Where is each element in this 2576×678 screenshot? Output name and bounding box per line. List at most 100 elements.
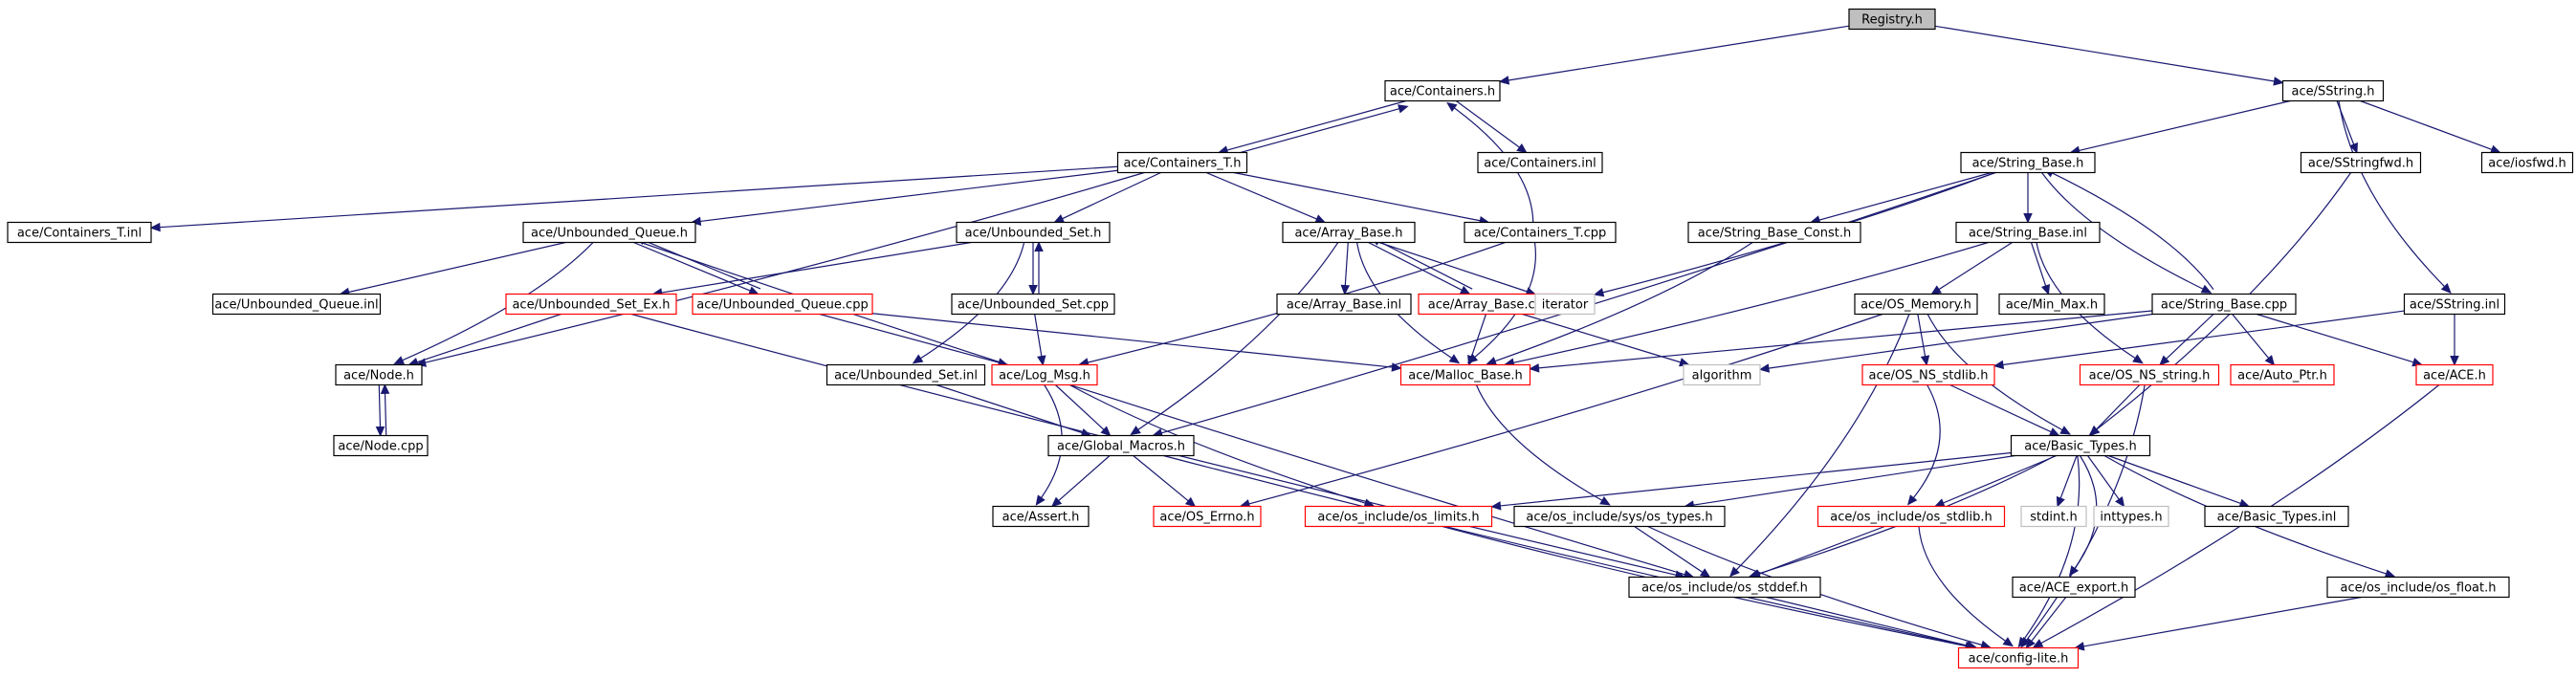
- node-ace_h[interactable]: ace/ACE.h: [2415, 363, 2494, 386]
- node-unbounded_queue_inl[interactable]: ace/Unbounded_Queue.inl: [211, 293, 382, 316]
- edge-containers_t_h-to-containers_h: [1220, 104, 1409, 159]
- node-global_macros_h[interactable]: ace/Global_Macros.h: [1047, 434, 1195, 457]
- edge-line: [1161, 171, 1996, 434]
- arrowhead-icon: [2023, 213, 2033, 224]
- node-os_ns_string_h[interactable]: ace/OS_NS_string.h: [2079, 363, 2220, 386]
- node-os_errno_h[interactable]: ace/OS_Errno.h: [1153, 505, 1262, 528]
- node-os_float_h[interactable]: ace/os_include/os_float.h: [2326, 576, 2510, 599]
- node-containers_t_h[interactable]: ace/Containers_T.h: [1116, 151, 1248, 174]
- node-label: ace/Unbounded_Set_Ex.h: [512, 298, 670, 313]
- edge-line: [1163, 454, 1969, 647]
- node-array_base_h[interactable]: ace/Array_Base.h: [1282, 221, 1416, 244]
- edge-os_stdlib_h-to-os_stddef_h: [1750, 525, 1885, 579]
- node-string_base_cpp[interactable]: ace/String_Base.cpp: [2151, 293, 2297, 316]
- edge-string_base_cpp-to-auto_ptr_h: [2232, 314, 2276, 366]
- node-box: [1384, 79, 1501, 102]
- node-iosfwd_h[interactable]: ace/iosfwd.h: [2480, 151, 2574, 174]
- node-basic_types_inl[interactable]: ace/Basic_Types.inl: [2204, 505, 2349, 528]
- node-node_h[interactable]: ace/Node.h: [335, 363, 423, 386]
- node-label: ace/Auto_Ptr.h: [2237, 369, 2327, 383]
- node-box: [1276, 293, 1412, 316]
- edge-layer: [149, 25, 2501, 651]
- node-log_msg_h[interactable]: ace/Log_Msg.h: [991, 363, 1098, 386]
- node-label: ace/Unbounded_Set.cpp: [958, 298, 1109, 313]
- node-array_base_cpp[interactable]: ace/Array_Base.cpp: [1418, 293, 1561, 316]
- node-label: ace/config-lite.h: [1969, 652, 2069, 667]
- arrowhead-icon: [2132, 354, 2144, 364]
- node-containers_inl[interactable]: ace/Containers.inl: [1477, 151, 1603, 174]
- node-sstring_h[interactable]: ace/SString.h: [2281, 79, 2385, 102]
- arrowhead-icon: [1184, 496, 1197, 508]
- node-box: [1816, 505, 2006, 528]
- edge-line: [1054, 384, 1105, 430]
- node-label: ace/Basic_Types.inl: [2217, 511, 2337, 525]
- arrowhead-icon: [1593, 288, 1605, 297]
- node-box: [2093, 505, 2169, 528]
- node-os_memory_h[interactable]: ace/OS_Memory.h: [1854, 293, 1978, 316]
- node-containers_h[interactable]: ace/Containers.h: [1384, 79, 1501, 102]
- node-string_base_inl[interactable]: ace/String_Base.inl: [1955, 221, 2101, 244]
- edge-containers_h-to-containers_t_h: [1217, 99, 1407, 155]
- node-label: algorithm: [1692, 369, 1752, 383]
- node-unbounded_set_ex_h[interactable]: ace/Unbounded_Set_Ex.h: [505, 293, 677, 316]
- node-malloc_base_h[interactable]: ace/Malloc_Base.h: [1399, 363, 1531, 386]
- node-node_cpp[interactable]: ace/Node.cpp: [333, 434, 429, 457]
- node-containers_t_inl[interactable]: ace/Containers_T.inl: [7, 221, 152, 244]
- node-unbounded_queue_h[interactable]: ace/Unbounded_Queue.h: [522, 221, 696, 244]
- node-box: [826, 363, 986, 386]
- node-unbounded_queue_cpp[interactable]: ace/Unbounded_Queue.cpp: [692, 293, 873, 316]
- edge-registry_h-to-sstring_h: [1934, 25, 2284, 86]
- node-box: [335, 363, 423, 386]
- arrowhead-icon: [1053, 214, 1066, 224]
- edge-line: [1220, 108, 1399, 159]
- node-min_max_h[interactable]: ace/Min_Max.h: [1998, 293, 2105, 316]
- edge-line: [1248, 313, 1883, 505]
- node-assert_h[interactable]: ace/Assert.h: [992, 505, 1090, 528]
- node-unbounded_set_inl[interactable]: ace/Unbounded_Set.inl: [826, 363, 986, 386]
- node-label: ace/Node.h: [343, 369, 414, 383]
- arrowhead-icon: [1035, 494, 1046, 506]
- node-box: [1854, 293, 1978, 316]
- edge-line: [1205, 171, 1317, 220]
- edge-containers_t_h-to-array_base_h: [1205, 171, 1327, 224]
- arrowhead-icon: [1758, 363, 1771, 373]
- node-os_stdlib_h[interactable]: ace/os_include/os_stdlib.h: [1816, 505, 2006, 528]
- node-ace_export_h[interactable]: ace/ACE_export.h: [2012, 576, 2136, 599]
- edge-line: [2023, 455, 2081, 641]
- node-basic_types_h[interactable]: ace/Basic_Types.h: [2010, 434, 2151, 457]
- node-string_base_h[interactable]: ace/String_Base.h: [1960, 151, 2096, 174]
- arrowhead-icon: [1340, 284, 1351, 295]
- node-sstring_inl[interactable]: ace/SString.inl: [2403, 293, 2506, 316]
- edge-line: [2030, 242, 2047, 287]
- node-string_base_const_h[interactable]: ace/String_Base_Const.h: [1687, 221, 1861, 244]
- node-containers_t_cpp[interactable]: ace/Containers_T.cpp: [1464, 221, 1617, 244]
- edge-sstring_inl-to-ace_h: [2450, 314, 2459, 366]
- node-os_stddef_h[interactable]: ace/os_include/os_stddef.h: [1628, 576, 1821, 599]
- node-box: [1304, 505, 1493, 528]
- arrowhead-icon: [2056, 495, 2065, 508]
- edge-string_base_cpp-to-ace_h: [2257, 313, 2423, 367]
- node-sstringfwd_h[interactable]: ace/SStringfwd.h: [2300, 151, 2422, 174]
- edge-line: [1062, 171, 1161, 220]
- arrowhead-icon: [2059, 426, 2071, 435]
- node-os_types_h[interactable]: ace/os_include/sys/os_types.h: [1513, 505, 1726, 528]
- arrowhead-icon: [1034, 241, 1044, 252]
- node-os_ns_stdlib_h[interactable]: ace/OS_NS_stdlib.h: [1861, 363, 1995, 386]
- edge-ace_export_h-to-config_lite_h: [2025, 597, 2067, 649]
- node-array_base_inl[interactable]: ace/Array_Base.inl: [1276, 293, 1412, 316]
- edge-malloc_base_h-to-os_types_h: [1475, 384, 1611, 506]
- edge-line: [936, 383, 1083, 434]
- node-box: [1848, 8, 1936, 31]
- node-os_limits_h[interactable]: ace/os_include/os_limits.h: [1304, 505, 1493, 528]
- node-unbounded_set_cpp[interactable]: ace/Unbounded_Set.cpp: [951, 293, 1115, 316]
- node-auto_ptr_h[interactable]: ace/Auto_Ptr.h: [2230, 363, 2335, 386]
- edge-string_base_cpp-to-malloc_base_h: [1529, 310, 2153, 373]
- node-box: [2300, 151, 2422, 174]
- node-box: [1628, 576, 1821, 599]
- node-unbounded_set_h[interactable]: ace/Unbounded_Set.h: [956, 221, 1111, 244]
- edge-line: [633, 241, 751, 292]
- edge-containers_t_h-to-unbounded_set_h: [1053, 171, 1161, 224]
- edge-unbounded_queue_cpp-to-log_msg_h: [819, 313, 1009, 367]
- node-config_lite_h[interactable]: ace/config-lite.h: [1957, 646, 2080, 669]
- edge-os_ns_stdlib_h-to-os_stdlib_h: [1906, 384, 1941, 506]
